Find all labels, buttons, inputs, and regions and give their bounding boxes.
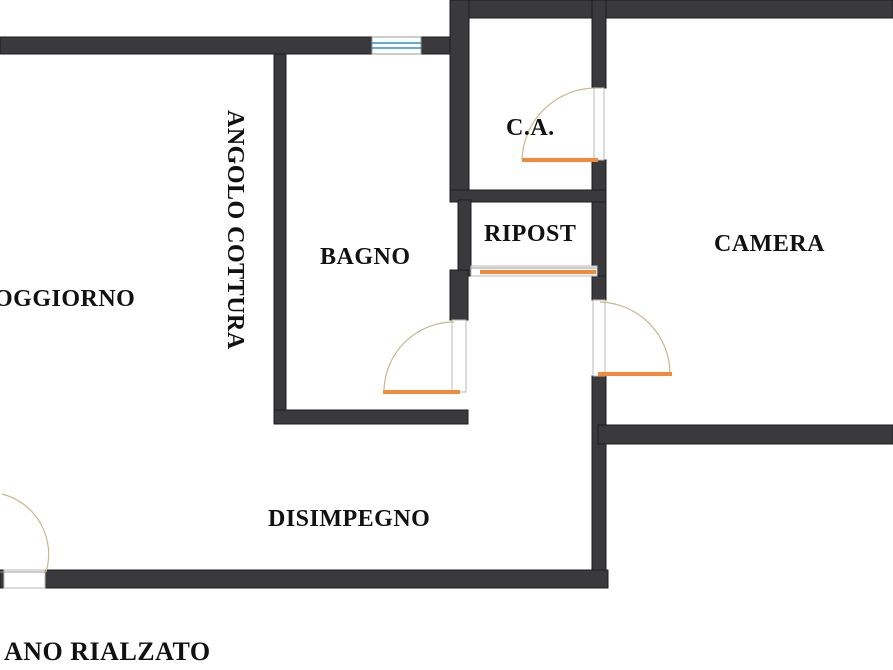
label-angolo-cottura: ANGOLO COTTURA: [222, 110, 248, 350]
wall-ca-right-lower: [591, 159, 607, 277]
label-disimpegno: DISIMPEGNO: [268, 506, 430, 532]
wall-corridor-right: [591, 375, 607, 589]
label-soggiorno: OGGIORNO: [0, 286, 135, 312]
wall-ca-bottom: [449, 189, 607, 203]
wall-corridor-right-top: [591, 275, 607, 301]
wall-ca-right: [591, 0, 607, 89]
wall-bagno-bottom: [273, 409, 469, 425]
wall-top-right: [449, 0, 893, 19]
wall-top-left: [0, 36, 373, 55]
wall-bagno-left: [273, 53, 287, 423]
wall-bottom-stub: [0, 569, 5, 589]
door-bagno: [383, 319, 467, 394]
label-ca: C.A.: [506, 115, 555, 141]
door-entrance: [0, 493, 50, 589]
doors: [0, 87, 672, 589]
wall-ripost-left: [457, 199, 472, 277]
door-camera: [592, 299, 672, 377]
window: [371, 36, 422, 55]
label-camera: CAMERA: [714, 231, 825, 257]
door-ca: [521, 87, 605, 162]
walls: [0, 0, 893, 589]
wall-bagno-right: [449, 269, 469, 321]
room-labels: OGGIORNO ANGOLO COTTURA BAGNO C.A. RIPOS…: [0, 110, 825, 666]
floor-level-label: ANO RIALZATO: [4, 637, 211, 666]
wall-ca-left: [449, 0, 470, 201]
wall-bottom: [44, 569, 609, 589]
wall-camera-bottom: [597, 424, 893, 445]
label-bagno: BAGNO: [320, 244, 411, 270]
door-ripostiglio: [470, 265, 598, 277]
label-ripostiglio: RIPOST: [484, 221, 576, 247]
